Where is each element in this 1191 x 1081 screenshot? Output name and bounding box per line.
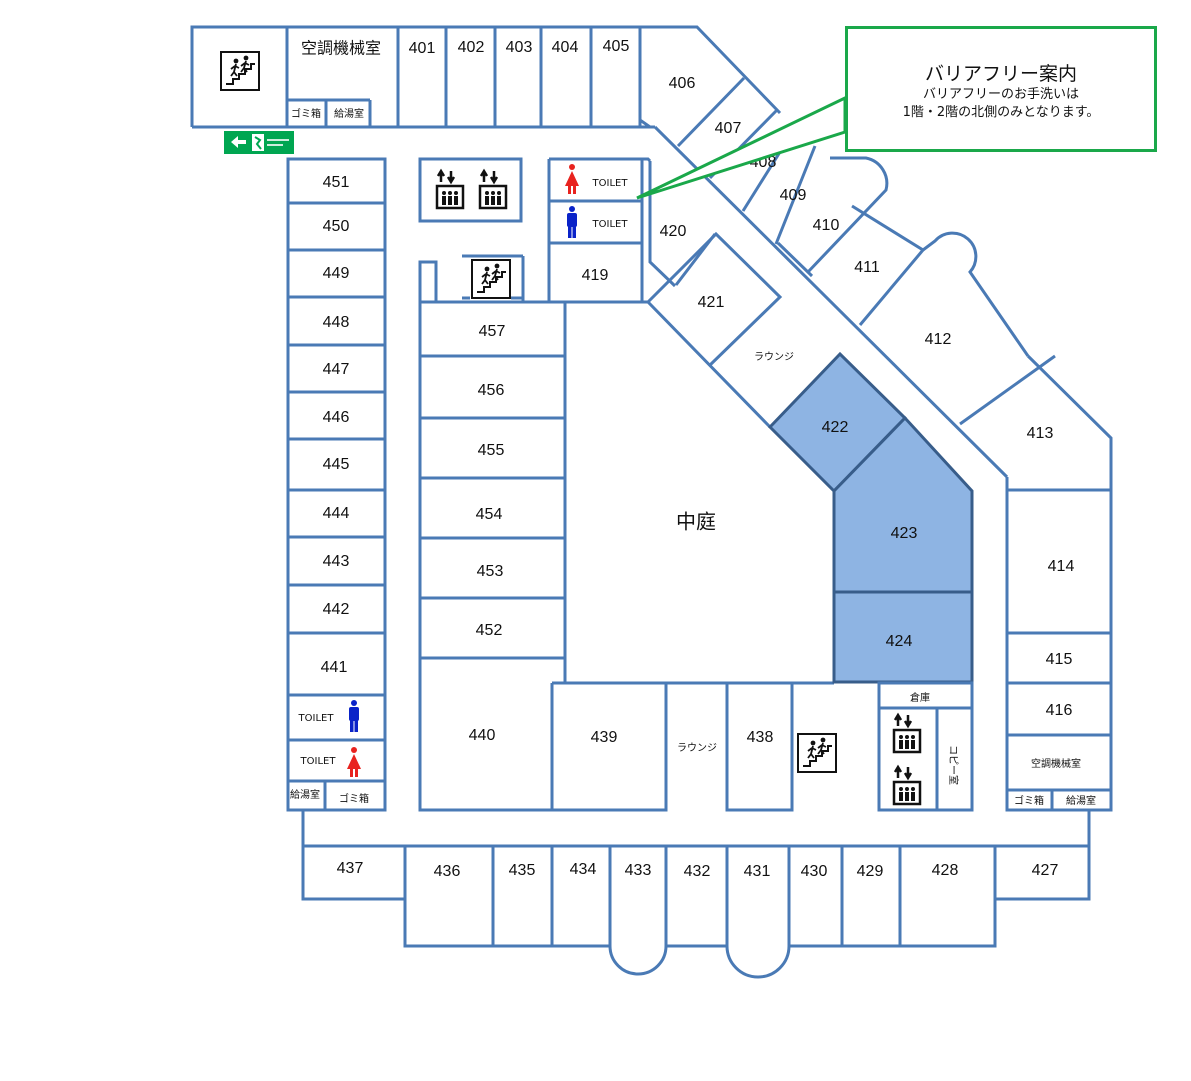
room-428[interactable]: 428 bbox=[932, 862, 959, 879]
trash-west-label: ゴミ箱 bbox=[339, 792, 369, 805]
room-411[interactable]: 411 bbox=[854, 259, 880, 276]
emergency-exit-sign bbox=[224, 131, 294, 154]
courtyard-outline bbox=[420, 300, 834, 685]
room-456[interactable]: 456 bbox=[478, 382, 505, 399]
trash-label: ゴミ箱 bbox=[291, 107, 321, 120]
room-453[interactable]: 453 bbox=[477, 563, 504, 580]
room-424[interactable]: 424 bbox=[886, 633, 913, 650]
room-419[interactable]: 419 bbox=[582, 267, 609, 284]
lounge-south-label: ラウンジ bbox=[677, 742, 717, 754]
room-406[interactable]: 406 bbox=[669, 75, 696, 92]
room-440[interactable]: 440 bbox=[469, 727, 496, 744]
stairs-icon bbox=[220, 51, 260, 91]
room-403[interactable]: 403 bbox=[506, 39, 533, 56]
room-409[interactable]: 409 bbox=[780, 187, 807, 204]
toilet-female-west-label: TOILET bbox=[300, 756, 337, 767]
callout-line-2: 1階・2階の北側のみとなります。 bbox=[902, 105, 1100, 120]
room-444[interactable]: 444 bbox=[323, 505, 350, 522]
room-402[interactable]: 402 bbox=[458, 39, 485, 56]
west-wing bbox=[286, 157, 387, 812]
room-430[interactable]: 430 bbox=[801, 863, 828, 880]
northeast-wing bbox=[638, 27, 1113, 492]
kitchenette-west-label: 給湯室 bbox=[290, 788, 320, 801]
room-423[interactable]: 423 bbox=[891, 525, 918, 542]
room-438[interactable]: 438 bbox=[747, 729, 774, 746]
room-410[interactable]: 410 bbox=[813, 217, 840, 234]
room-413[interactable]: 413 bbox=[1027, 425, 1054, 442]
trash-east-label: ゴミ箱 bbox=[1014, 794, 1044, 807]
room-451[interactable]: 451 bbox=[323, 174, 350, 191]
room-415[interactable]: 415 bbox=[1046, 651, 1073, 668]
south-wing bbox=[301, 810, 1091, 979]
room-454[interactable]: 454 bbox=[476, 506, 503, 523]
room-416[interactable]: 416 bbox=[1046, 702, 1073, 719]
callout-line-1: バリアフリーのお手洗いは bbox=[922, 87, 1079, 102]
room-435[interactable]: 435 bbox=[509, 862, 536, 879]
toilet-female-center-label: TOILET bbox=[592, 178, 629, 189]
room-412[interactable]: 412 bbox=[925, 331, 952, 348]
room-422[interactable]: 422 bbox=[822, 419, 849, 436]
room-421-outline bbox=[646, 231, 783, 368]
elevator-icon bbox=[892, 765, 922, 806]
room-452[interactable]: 452 bbox=[476, 622, 503, 639]
male-toilet-icon bbox=[349, 700, 359, 732]
room-404[interactable]: 404 bbox=[552, 39, 579, 56]
room-405[interactable]: 405 bbox=[603, 38, 630, 55]
room-447[interactable]: 447 bbox=[323, 361, 350, 378]
room-401[interactable]: 401 bbox=[409, 40, 436, 57]
room-427[interactable]: 427 bbox=[1032, 862, 1059, 879]
courtyard-label: 中庭 bbox=[676, 510, 716, 534]
top-wing bbox=[190, 25, 782, 129]
room-442[interactable]: 442 bbox=[323, 601, 350, 618]
room-429[interactable]: 429 bbox=[857, 863, 884, 880]
room-443[interactable]: 443 bbox=[323, 553, 350, 570]
room-449[interactable]: 449 bbox=[323, 265, 350, 282]
room-431[interactable]: 431 bbox=[744, 863, 771, 880]
hvac-room-label: 空調機械室 bbox=[301, 39, 381, 58]
room-407[interactable]: 407 bbox=[715, 120, 742, 137]
room-434[interactable]: 434 bbox=[570, 861, 597, 878]
room-420[interactable]: 420 bbox=[660, 223, 687, 240]
room-450[interactable]: 450 bbox=[323, 218, 350, 235]
male-toilet-icon bbox=[567, 206, 577, 238]
storage-label: 倉庫 bbox=[910, 691, 930, 704]
room-457[interactable]: 457 bbox=[479, 323, 506, 340]
stairs-icon bbox=[471, 259, 511, 299]
stair-core bbox=[418, 254, 525, 302]
room-448[interactable]: 448 bbox=[323, 314, 350, 331]
room-421[interactable]: 421 bbox=[698, 294, 725, 311]
room-445[interactable]: 445 bbox=[323, 456, 350, 473]
lounge-north-label: ラウンジ bbox=[754, 351, 794, 363]
room-439[interactable]: 439 bbox=[591, 729, 618, 746]
inner-west-block bbox=[418, 302, 668, 812]
callout-title: バリアフリー案内 bbox=[924, 63, 1077, 85]
room-455[interactable]: 455 bbox=[478, 442, 505, 459]
barrier-free-callout: バリアフリー案内 バリアフリーのお手洗いは 1階・2階の北側のみとなります。 bbox=[845, 26, 1157, 152]
kitchenette-label: 給湯室 bbox=[334, 107, 364, 120]
room-436[interactable]: 436 bbox=[434, 863, 461, 880]
stairs-icon bbox=[797, 733, 837, 773]
female-toilet-icon bbox=[565, 164, 579, 194]
inner-south-block bbox=[725, 681, 974, 812]
hvac-room-east-label: 空調機械室 bbox=[1031, 757, 1081, 770]
female-toilet-icon bbox=[347, 747, 361, 777]
room-432[interactable]: 432 bbox=[684, 863, 711, 880]
room-446[interactable]: 446 bbox=[323, 409, 350, 426]
elevator-icon bbox=[892, 713, 922, 754]
kitchenette-east-label: 給湯室 bbox=[1066, 794, 1096, 807]
room-433[interactable]: 433 bbox=[625, 862, 652, 879]
east-wing bbox=[1005, 477, 1113, 812]
central-toilets bbox=[547, 157, 717, 302]
copy-room-label: コピー室 bbox=[947, 745, 960, 785]
toilet-male-center-label: TOILET bbox=[592, 219, 629, 230]
room-437[interactable]: 437 bbox=[337, 860, 364, 877]
room-414[interactable]: 414 bbox=[1048, 558, 1075, 575]
toilet-male-west-label: TOILET bbox=[298, 713, 335, 724]
room-441[interactable]: 441 bbox=[321, 659, 348, 676]
accessible-rooms bbox=[767, 351, 974, 684]
